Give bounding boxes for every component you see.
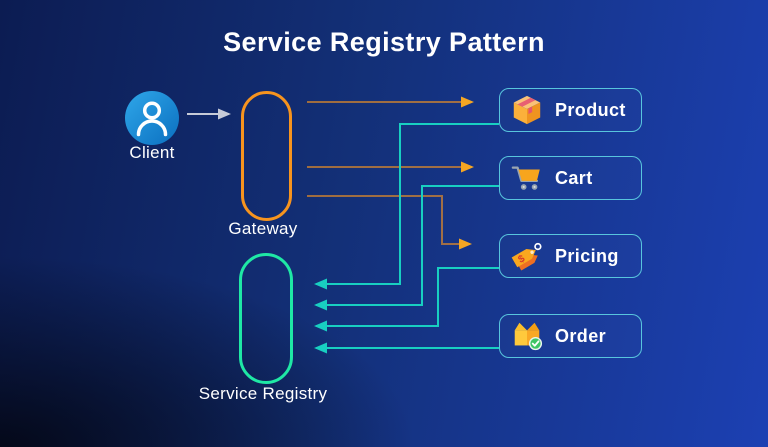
- service-box-pricing: $ Pricing: [499, 234, 642, 278]
- order-check-box-icon: [510, 319, 544, 353]
- page-title: Service Registry Pattern: [223, 27, 545, 57]
- service-box-cart: Cart: [499, 156, 642, 200]
- service-registry-node: [239, 253, 293, 384]
- gateway-label: Gateway: [228, 219, 298, 238]
- service-label: Order: [555, 325, 607, 346]
- package-box-icon: [510, 93, 544, 127]
- service-registry-label: Service Registry: [198, 384, 328, 403]
- edge-gateway-pricing: [307, 195, 472, 250]
- client-node: [124, 90, 180, 146]
- service-box-product: Product: [499, 88, 642, 132]
- edge-pricing-registry: [314, 267, 499, 332]
- price-tag-icon: $: [510, 239, 544, 273]
- service-label: Cart: [555, 167, 593, 188]
- client-label: Client: [129, 143, 175, 162]
- gateway-node: [241, 91, 292, 221]
- shopping-cart-icon: [510, 161, 544, 195]
- svg-text:$: $: [516, 253, 527, 266]
- edge-cart-registry: [314, 185, 499, 311]
- service-label: Product: [555, 99, 626, 120]
- service-box-order: Order: [499, 314, 642, 358]
- user-avatar-icon: [125, 91, 179, 145]
- edge-product-registry: [314, 123, 499, 290]
- service-label: Pricing: [555, 245, 619, 266]
